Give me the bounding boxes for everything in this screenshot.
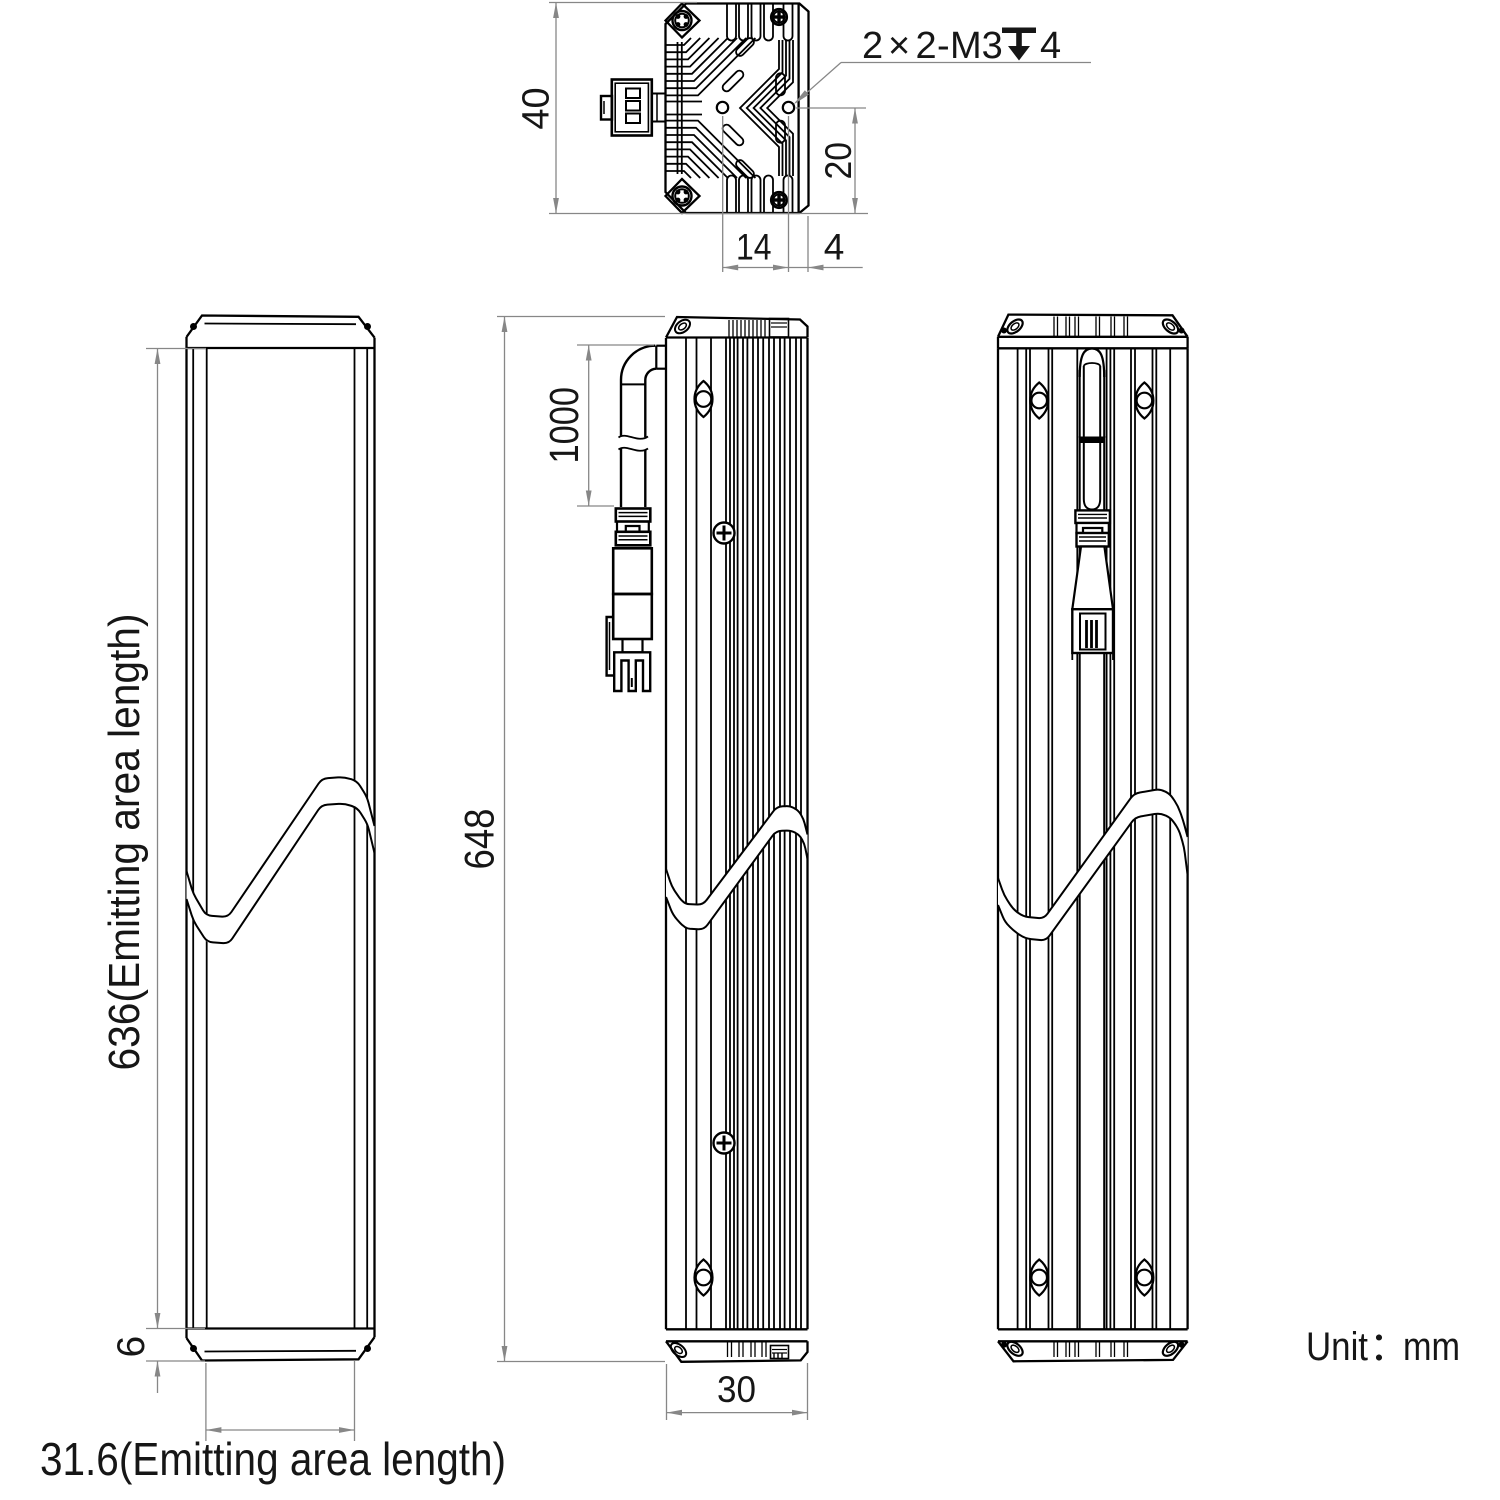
svg-text:2: 2	[916, 25, 937, 67]
svg-text:636(Emitting area length): 636(Emitting area length)	[100, 614, 149, 1071]
svg-text:14: 14	[736, 227, 772, 268]
svg-text:：: ：	[1369, 1325, 1409, 1369]
svg-text:20: 20	[818, 142, 859, 180]
svg-text:mm: mm	[1403, 1325, 1460, 1369]
svg-text:Unit: Unit	[1306, 1325, 1368, 1369]
svg-text:M3: M3	[950, 25, 1003, 67]
svg-text:1000: 1000	[541, 387, 587, 464]
svg-text:648: 648	[456, 809, 503, 870]
svg-text:2: 2	[862, 25, 883, 67]
svg-text:30: 30	[717, 1369, 756, 1410]
svg-text:×: ×	[888, 25, 910, 67]
svg-text:4: 4	[824, 227, 845, 268]
svg-text:40: 40	[516, 87, 558, 129]
svg-text:-: -	[937, 25, 950, 67]
svg-text:6: 6	[110, 1336, 153, 1358]
svg-text:31.6(Emitting area length): 31.6(Emitting area length)	[40, 1433, 506, 1485]
svg-text:4: 4	[1040, 25, 1061, 67]
